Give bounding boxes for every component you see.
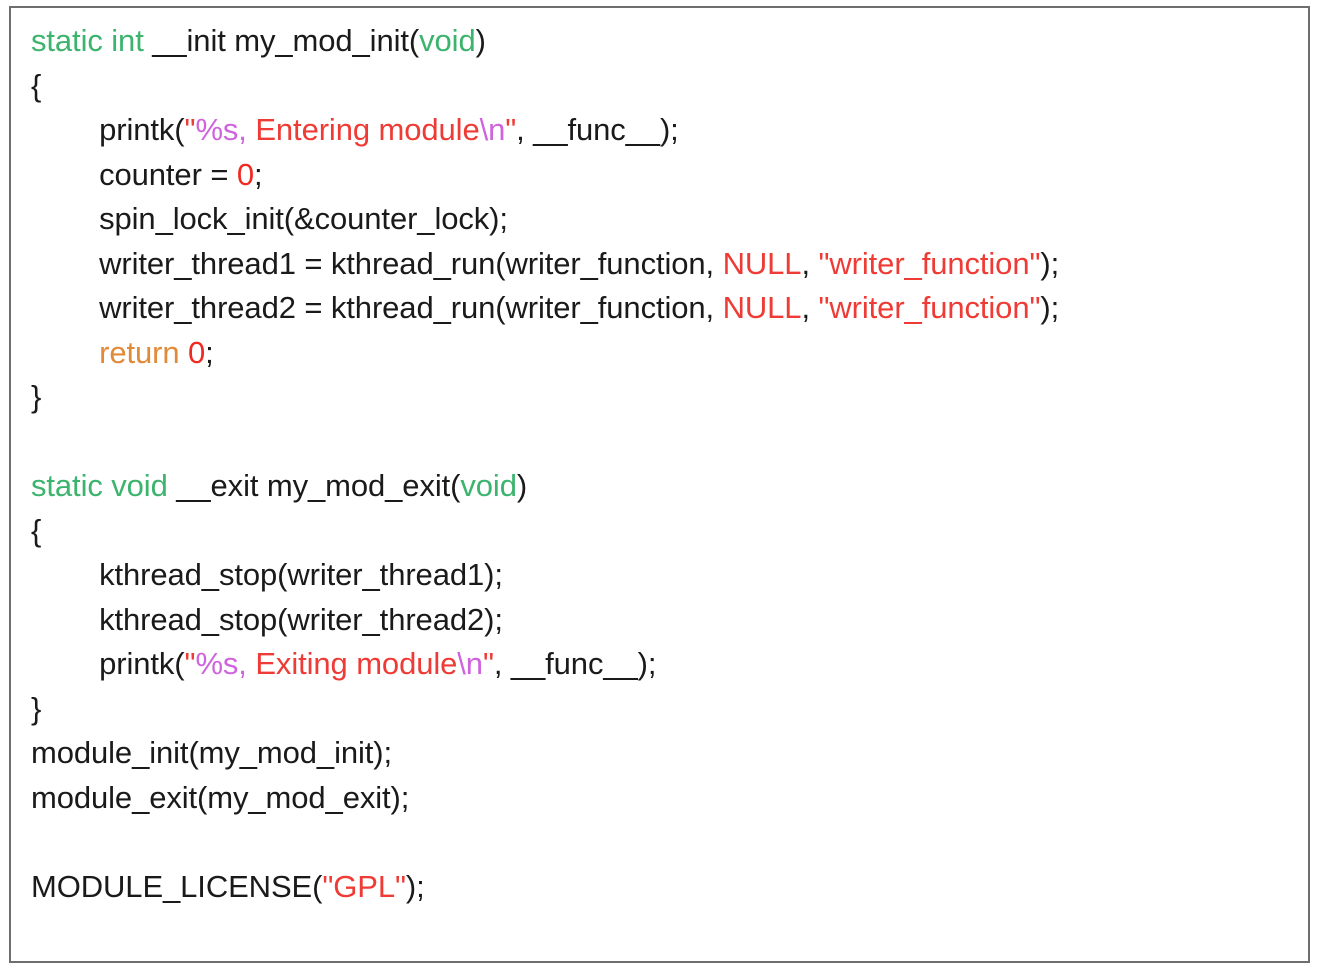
code-line: { (31, 64, 1304, 109)
code-line: kthread_stop(writer_thread2); (31, 598, 1304, 643)
code-token: writer_thread1 = kthread_run(writer_func… (31, 245, 723, 281)
code-line: } (31, 375, 1304, 420)
code-token: printk( (31, 646, 185, 681)
code-token: Entering module (246, 112, 480, 147)
code-token: __init my_mod_init( (143, 23, 420, 58)
code-line: return 0; (31, 331, 1304, 376)
code-line: counter = 0; (31, 153, 1304, 198)
code-line: printk("%s, Entering module\n", __func__… (31, 108, 1304, 153)
code-line: spin_lock_init(&counter_lock); (31, 197, 1304, 242)
code-line: module_exit(my_mod_exit); (31, 776, 1304, 821)
code-line: { (31, 509, 1304, 554)
code-token: , (801, 245, 819, 281)
code-line: MODULE_LICENSE("GPL"); (31, 865, 1304, 910)
code-token: Exiting module (246, 646, 458, 681)
code-token: \n (457, 646, 483, 681)
code-token: ; (254, 156, 263, 192)
code-line-blank (31, 420, 1304, 465)
code-block[interactable]: static int __init my_mod_init(void){ pri… (31, 19, 1304, 909)
code-token: , __func__); (516, 112, 679, 147)
code-token: { (31, 512, 42, 548)
code-line: writer_thread2 = kthread_run(writer_func… (31, 286, 1304, 331)
code-line: module_init(my_mod_init); (31, 731, 1304, 776)
code-token: "writer_function" (818, 245, 1041, 281)
code-token: "GPL" (322, 868, 406, 904)
code-line-blank (31, 820, 1304, 865)
code-token: %s, (195, 112, 247, 147)
code-token: ) (475, 23, 486, 58)
code-token: ); (1040, 245, 1060, 281)
code-token (31, 335, 99, 370)
code-token: kthread_stop(writer_thread1); (31, 557, 503, 592)
code-token: } (31, 379, 42, 414)
code-token: ); (1040, 290, 1060, 325)
code-token (180, 335, 189, 370)
code-line: static void __exit my_mod_exit(void) (31, 464, 1304, 509)
code-token: { (31, 67, 42, 103)
code-token: kthread_stop(writer_thread2); (31, 601, 503, 637)
code-token: ; (205, 334, 214, 370)
code-token: 0 (188, 334, 206, 370)
code-token: \n (479, 112, 506, 147)
code-token: void (460, 468, 517, 503)
code-token: " (184, 646, 196, 681)
code-token: module_init(my_mod_init); (31, 735, 393, 770)
code-line: } (31, 687, 1304, 732)
code-token: " (482, 646, 494, 681)
code-token: " (184, 112, 196, 147)
code-token: ) (516, 468, 528, 503)
code-line: kthread_stop(writer_thread1); (31, 553, 1304, 598)
code-line: static int __init my_mod_init(void) (31, 19, 1304, 64)
code-token: , (801, 290, 819, 325)
code-token: NULL (722, 245, 802, 281)
code-token: , __func__); (493, 646, 657, 681)
code-token: "writer_function" (818, 290, 1041, 325)
code-token: NULL (722, 290, 802, 325)
code-token: return (99, 334, 180, 370)
code-line: writer_thread1 = kthread_run(writer_func… (31, 242, 1304, 287)
code-line: printk("%s, Exiting module\n", __func__)… (31, 642, 1304, 687)
code-token: static int (31, 23, 144, 58)
code-token: writer_thread2 = kthread_run(writer_func… (31, 290, 723, 325)
code-token: spin_lock_init(&counter_lock); (31, 201, 508, 236)
code-token: __exit my_mod_exit( (167, 468, 461, 503)
code-listing-frame: static int __init my_mod_init(void){ pri… (9, 6, 1310, 963)
code-token: ); (405, 868, 425, 904)
code-token: module_exit(my_mod_exit); (31, 779, 410, 815)
code-token: 0 (236, 156, 254, 192)
code-token: counter = (31, 156, 237, 192)
code-token: } (31, 690, 42, 726)
code-token: " (505, 112, 517, 147)
code-token: MODULE_LICENSE( (31, 868, 323, 904)
code-token: %s, (195, 646, 247, 681)
code-token: void (419, 23, 476, 58)
code-token: printk( (31, 112, 185, 147)
code-token: static void (31, 468, 168, 503)
